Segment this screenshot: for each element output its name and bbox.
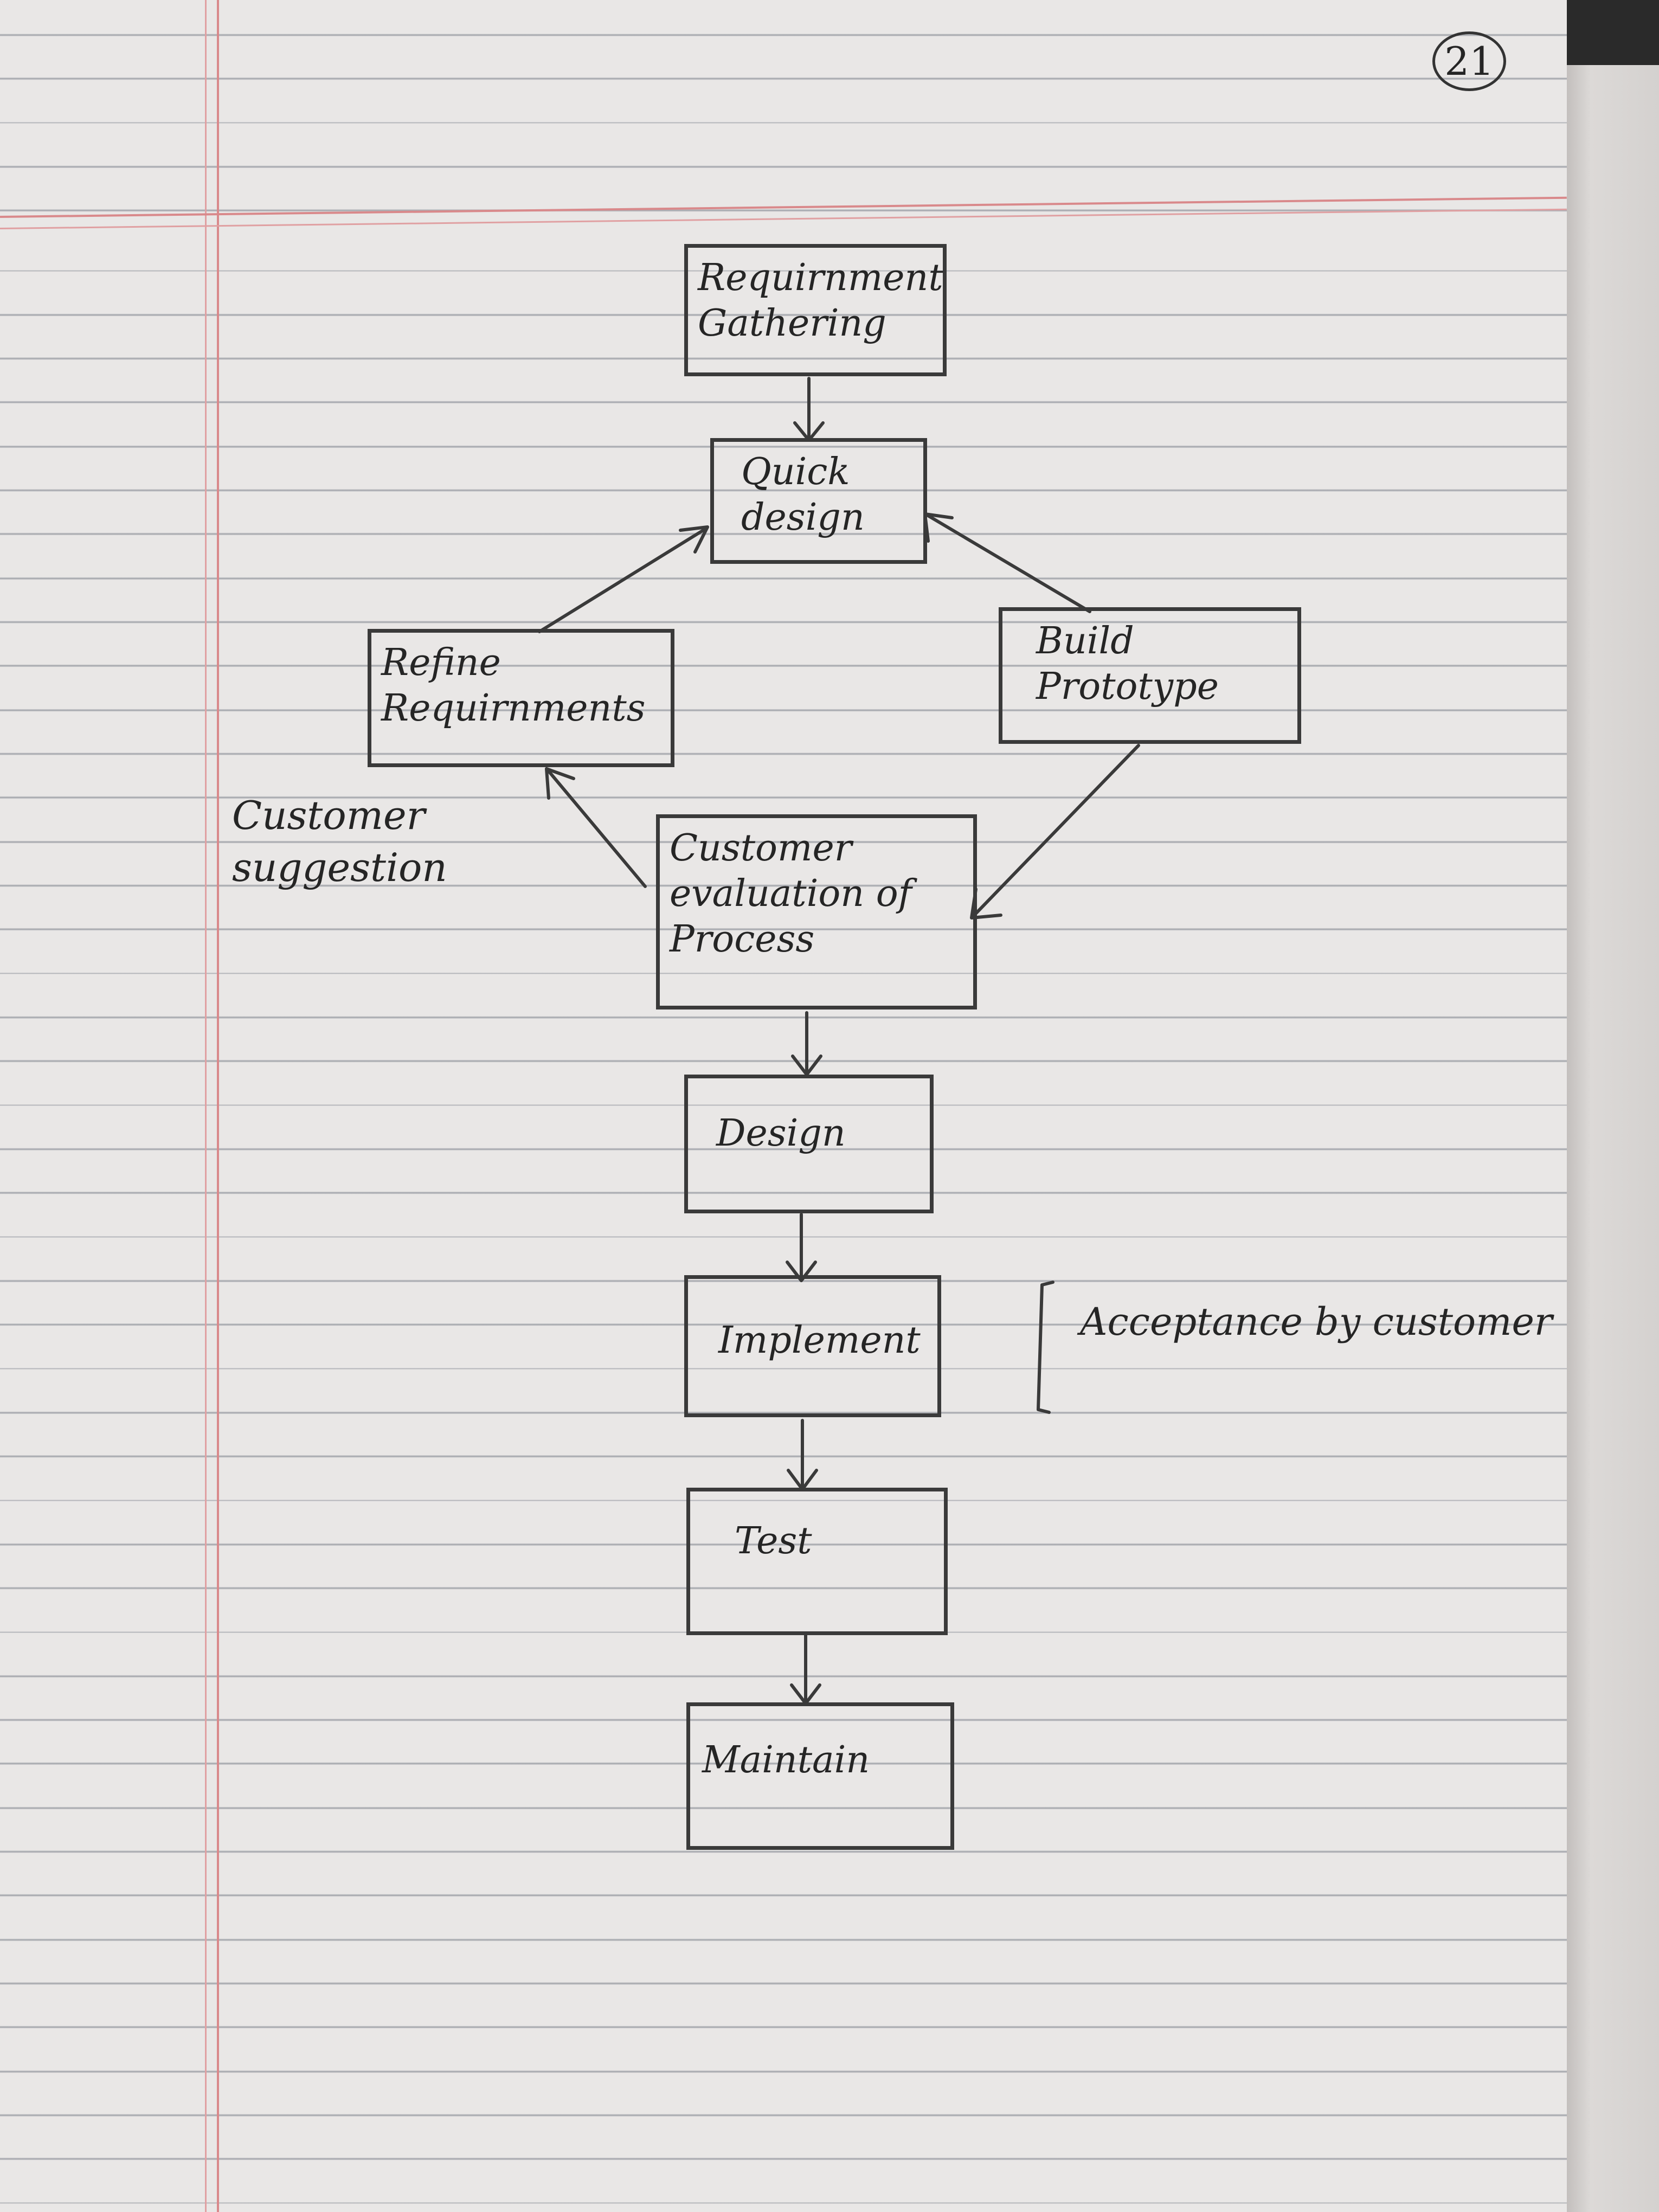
arrow-gathering-to-quick [793,377,825,442]
customer-suggestion-note: Customer suggestion [232,789,460,893]
page-number-text: 21 [1444,38,1494,84]
maintain-label: Maintain [702,1739,870,1782]
arrow-build-to-evaluation [970,744,1140,919]
requirement-gathering-box: Requirnment Gathering [684,244,947,376]
acceptance-note: Acceptance by customer [1080,1296,1568,1348]
customer-evaluation-label: Customer evaluation of Process [670,827,912,961]
background-shadow [1551,0,1659,65]
build-prototype-box: Build Prototype [999,607,1301,744]
arrow-test-to-maintain [790,1633,821,1705]
arrow-evaluation-to-refine [545,767,647,888]
page-number: 21 [1432,31,1506,91]
next-page-edge [1561,0,1659,2212]
arrow-implement-to-test [787,1419,818,1491]
refine-requirements-box: Refine Requirnments [368,629,674,767]
implement-label: Implement [718,1319,921,1362]
implement-box: Implement [684,1275,941,1417]
quick-design-label: Quick design [741,451,865,539]
arrow-evaluation-to-design [791,1011,822,1076]
margin-line [217,0,219,2212]
requirement-gathering-label: Requirnment Gathering [698,256,943,345]
acceptance-text: Acceptance by customer [1080,1300,1553,1344]
acceptance-bracket [1037,1281,1054,1414]
test-label: Test [735,1520,812,1562]
design-label: Design [716,1112,846,1155]
arrow-refine-to-quick [538,525,709,633]
refine-requirements-label: Refine Requirnments [381,641,646,730]
quick-design-box: Quick design [710,438,927,564]
build-prototype-label: Build Prototype [1036,620,1219,708]
arrow-build-to-quick [923,512,1091,613]
maintain-box: Maintain [686,1702,954,1850]
customer-evaluation-box: Customer evaluation of Process [656,814,977,1009]
test-box: Test [686,1488,948,1635]
customer-suggestion-text: Customer suggestion [232,793,447,890]
arrow-design-to-implement [786,1213,817,1282]
margin-line [205,0,207,2212]
design-box: Design [684,1075,934,1213]
flow-arrows [538,377,1140,1705]
notebook-page: 21 Requirnment Gathering Quick design Re… [0,0,1567,2212]
